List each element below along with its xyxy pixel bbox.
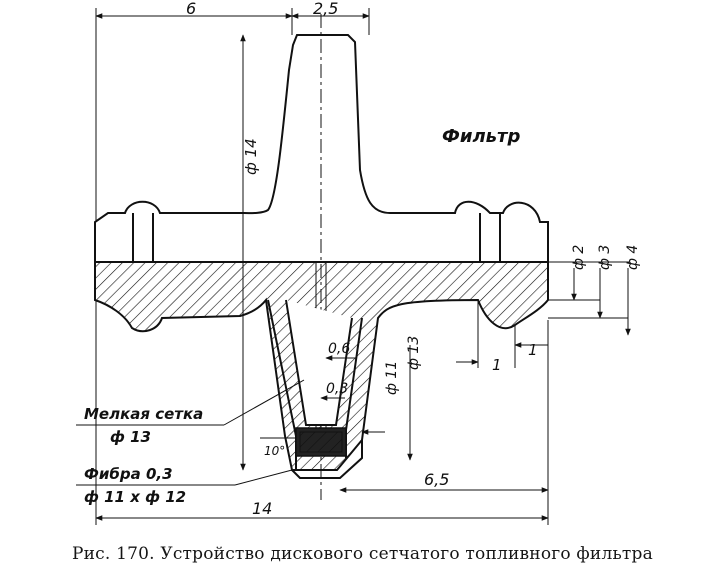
mesh-label: Мелкая сетка <box>84 405 203 423</box>
title-label: Фильтр <box>442 126 520 147</box>
dim-dia-13-right: ф 13 <box>406 336 422 370</box>
dim-dia-11: ф 11 <box>384 361 400 395</box>
fiber-label: Фибра 0,3 <box>84 465 173 483</box>
figure-caption: Рис. 170. Устройство дискового сетчатого… <box>72 544 653 564</box>
dim-width-6: 6 <box>186 0 196 18</box>
dimension-lines <box>76 8 631 525</box>
mesh-dia-label: ф 13 <box>110 428 151 446</box>
mesh-disc <box>291 427 363 479</box>
dim-width-2-5: 2,5 <box>313 0 338 18</box>
dim-1-left: 1 <box>492 356 502 374</box>
dim-dia-4: ф 4 <box>625 245 641 270</box>
dim-0-3: 0,3 <box>326 381 348 397</box>
dim-0-6: 0,6 <box>328 341 350 357</box>
dim-1-right: 1 <box>528 341 538 359</box>
upper-body <box>94 34 549 263</box>
dim-dia-3: ф 3 <box>597 245 613 270</box>
dim-6-5: 6,5 <box>424 470 449 489</box>
dim-dia-14: ф 14 <box>242 138 260 175</box>
dim-angle-10: 10° <box>264 444 285 458</box>
fiber-dia-label: ф 11 х ф 12 <box>84 488 186 506</box>
dim-dia-2: ф 2 <box>571 245 587 270</box>
callout-labels: Фильтр Мелкая сетка ф 13 Фибра 0,3 ф 11 … <box>84 126 520 506</box>
dim-14-bottom: 14 <box>252 499 272 518</box>
dimension-labels: 6 2,5 ф 14 ф 2 ф 3 ф 4 0,6 0,3 ф 11 ф 13… <box>186 0 641 518</box>
